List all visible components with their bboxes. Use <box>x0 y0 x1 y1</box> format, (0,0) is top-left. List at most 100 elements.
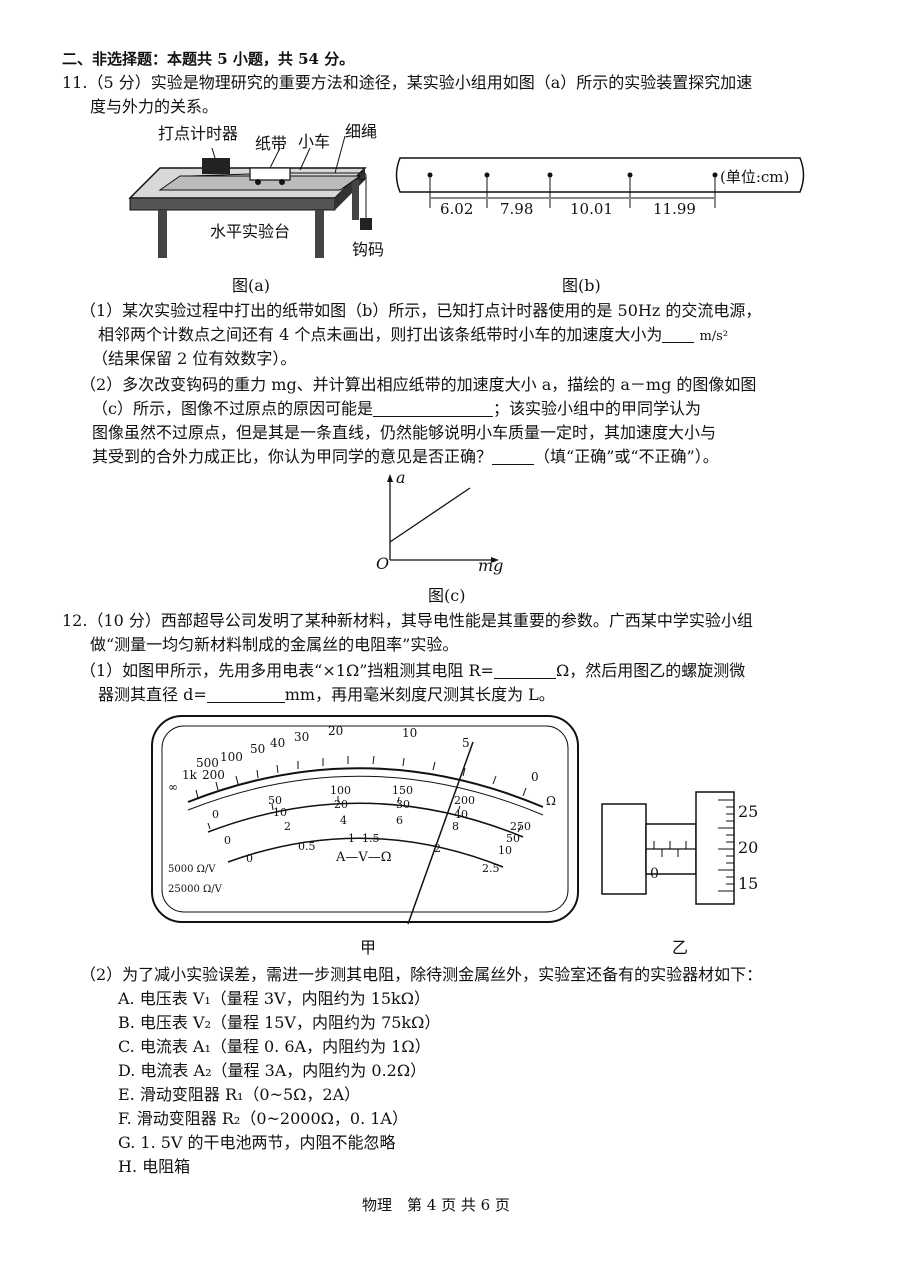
dc-100: 100 <box>330 784 351 797</box>
q12-p1-text-c: 器测其直径 d= <box>98 685 207 704</box>
micrometer: 25 20 15 0 <box>600 790 780 910</box>
ohm-5: 5 <box>462 736 470 750</box>
ohm-10: 10 <box>402 726 418 740</box>
q11-p1-text: 相邻两个计数点之间还有 4 个点未画出，则打出该条纸带时小车的加速度大小为 <box>98 325 663 344</box>
figure-a-caption: 图(a) <box>232 276 271 295</box>
dc-50: 50 <box>268 794 282 807</box>
label-string: 细绳 <box>345 122 378 141</box>
figure-c-caption: 图(c) <box>428 586 466 605</box>
meter-center-label: A—V—Ω <box>336 850 392 865</box>
q11-p2-text-d: （填“正确”或“不正确”）。 <box>534 447 719 466</box>
answer-blank-acceleration[interactable] <box>662 326 695 343</box>
answer-blank-diameter[interactable] <box>206 686 285 703</box>
micro-25: 25 <box>738 802 759 821</box>
option-e: E. 滑动变阻器 R₁（0~5Ω，2A） <box>118 1085 361 1104</box>
meter-caption: 甲 <box>360 938 377 957</box>
dc-250: 250 <box>510 820 531 833</box>
option-c: C. 电流表 A₁（量程 0. 6A，内阻约为 1Ω） <box>118 1037 431 1056</box>
q12-line2: 做“测量一均匀新材料制成的金属丝的电阻率”实验。 <box>90 635 459 654</box>
ac-1: 1 <box>348 832 355 845</box>
tape-unit: (单位:cm) <box>720 168 790 186</box>
q11-p2-text-c: 其受到的合外力成正比，你认为甲同学的意见是否正确？ <box>92 447 493 466</box>
v-8: 8 <box>452 820 459 833</box>
answer-blank-resistance[interactable] <box>493 662 556 679</box>
v-4: 4 <box>340 814 347 827</box>
dcb-30: 30 <box>396 798 410 811</box>
q11-p1-line3: （结果保留 2 位有效数字）。 <box>92 349 297 368</box>
q12-line1: 12.（10 分）西部超导公司发明了某种新材料，其导电性能是其重要的参数。广西某… <box>62 611 753 630</box>
ohm-30: 30 <box>294 730 310 744</box>
q12-p1-text-d: mm，再用毫米刻度尺测其长度为 L。 <box>284 685 555 704</box>
label-weight: 钩码 <box>352 240 385 259</box>
dc-200: 200 <box>454 794 475 807</box>
meter-note-2: 25000 Ω/V <box>168 884 222 895</box>
micro-20: 20 <box>738 838 759 857</box>
micro-zero: 0 <box>650 866 659 882</box>
q11-line1: 11.（5 分）实验是物理研究的重要方法和途径，某实验小组用如图（a）所示的实验… <box>62 73 753 92</box>
option-d: D. 电流表 A₂（量程 3A，内阻约为 0.2Ω） <box>118 1061 427 1080</box>
dc-0: 0 <box>212 808 219 821</box>
ohm-40: 40 <box>270 736 286 750</box>
v-0: 0 <box>224 834 231 847</box>
graph-line <box>389 487 471 543</box>
origin-label: O <box>376 554 390 573</box>
figure-c-graph: a mg O <box>370 468 510 580</box>
q11-p2-text-b: ；该实验小组中的甲同学认为 <box>492 399 701 418</box>
q11-p1-line2: 相邻两个计数点之间还有 4 个点未画出，则打出该条纸带时小车的加速度大小为 m/… <box>98 324 728 348</box>
dcb-10: 10 <box>273 806 287 819</box>
meter-needle <box>407 741 474 925</box>
q12-p1-text-b: Ω，然后用图乙的螺旋测微 <box>555 661 746 680</box>
label-cart: 小车 <box>298 132 331 151</box>
ac-25: 2.5 <box>482 862 500 875</box>
option-a: A. 电压表 V₁（量程 3V，内阻约为 15kΩ） <box>118 989 431 1008</box>
ac-2: 2 <box>434 842 441 855</box>
section-header: 二、非选择题：本题共 5 小题，共 54 分。 <box>62 50 355 68</box>
label-table: 水平实验台 <box>210 222 291 241</box>
dc-150: 150 <box>392 784 413 797</box>
micrometer-caption: 乙 <box>672 938 689 957</box>
segment-2: 7.98 <box>500 200 534 218</box>
answer-blank-correct[interactable] <box>492 448 535 465</box>
dcb-20: 20 <box>334 798 348 811</box>
label-tape: 纸带 <box>255 134 288 153</box>
multimeter-dial: ∞ 1k 500 200 100 50 40 30 20 10 5 0 Ω 0 … <box>148 712 582 926</box>
option-b: B. 电压表 V₂（量程 15V，内阻约为 75kΩ） <box>118 1013 441 1032</box>
ohm-1k: 1k <box>182 768 197 782</box>
ohm-50: 50 <box>250 742 266 756</box>
v-2: 2 <box>284 820 291 833</box>
ohm-20: 20 <box>328 724 344 738</box>
segment-3: 10.01 <box>570 200 613 218</box>
q11-p1-line1: （1）某次实验过程中打出的纸带如图（b）所示，已知打点计时器使用的是 50Hz … <box>80 301 762 320</box>
option-f: F. 滑动变阻器 R₂（0~2000Ω，0. 1A） <box>118 1109 408 1128</box>
option-g: G. 1. 5V 的干电池两节，内阻不能忽略 <box>118 1133 396 1152</box>
v-10: 10 <box>498 844 512 857</box>
ohm-inf: ∞ <box>168 780 178 794</box>
segment-4: 11.99 <box>653 200 696 218</box>
q11-p2-line1: （2）多次改变钩码的重力 mg、并计算出相应纸带的加速度大小 a，描绘的 a－m… <box>80 375 757 394</box>
figure-b-caption: 图(b) <box>562 276 601 295</box>
answer-blank-reason[interactable] <box>372 400 493 417</box>
q11-p2-line2: （c）所示，图像不过原点的原因可能是 ；该实验小组中的甲同学认为 <box>92 398 701 420</box>
meter-note-1: 5000 Ω/V <box>168 864 216 875</box>
page-footer: 物理 第 4 页 共 6 页 <box>362 1196 510 1214</box>
ohm-0: 0 <box>531 770 539 784</box>
label-timer: 打点计时器 <box>158 124 239 143</box>
q12-p1-line2: 器测其直径 d= mm，再用毫米刻度尺测其长度为 L。 <box>98 684 555 706</box>
q12-p1-text-a: （1）如图甲所示，先用多用电表“×1Ω”挡粗测其电阻 R= <box>80 661 494 680</box>
ac-05: 0.5 <box>298 840 316 853</box>
ohm-100: 100 <box>220 750 243 764</box>
dcb-40: 40 <box>454 808 468 821</box>
ac-15: 1.5 <box>362 832 380 845</box>
axis-y-label: a <box>396 468 406 487</box>
figure-a-apparatus: 打点计时器 纸带 小车 细绳 水平实验台 钩码 <box>120 118 420 268</box>
q11-p2-text-a: （c）所示，图像不过原点的原因可能是 <box>92 399 373 418</box>
ohm-500: 500 <box>196 756 219 770</box>
segment-1: 6.02 <box>440 200 474 218</box>
q11-p2-line3: 图像虽然不过原点，但是其是一条直线，仍然能够说明小车质量一定时，其加速度大小与 <box>92 423 717 442</box>
q11-p2-line4: 其受到的合外力成正比，你认为甲同学的意见是否正确？ （填“正确”或“不正确”）。 <box>92 446 719 468</box>
q12-p2-intro: （2）为了减小实验误差，需进一步测其电阻，除待测金属丝外，实验室还备有的实验器材… <box>80 965 763 984</box>
micro-15: 15 <box>738 874 759 893</box>
dcb-50: 50 <box>506 832 520 845</box>
q12-p1-line1: （1）如图甲所示，先用多用电表“×1Ω”挡粗测其电阻 R= Ω，然后用图乙的螺旋测… <box>80 660 745 682</box>
unit-ms2: m/s² <box>699 329 729 344</box>
